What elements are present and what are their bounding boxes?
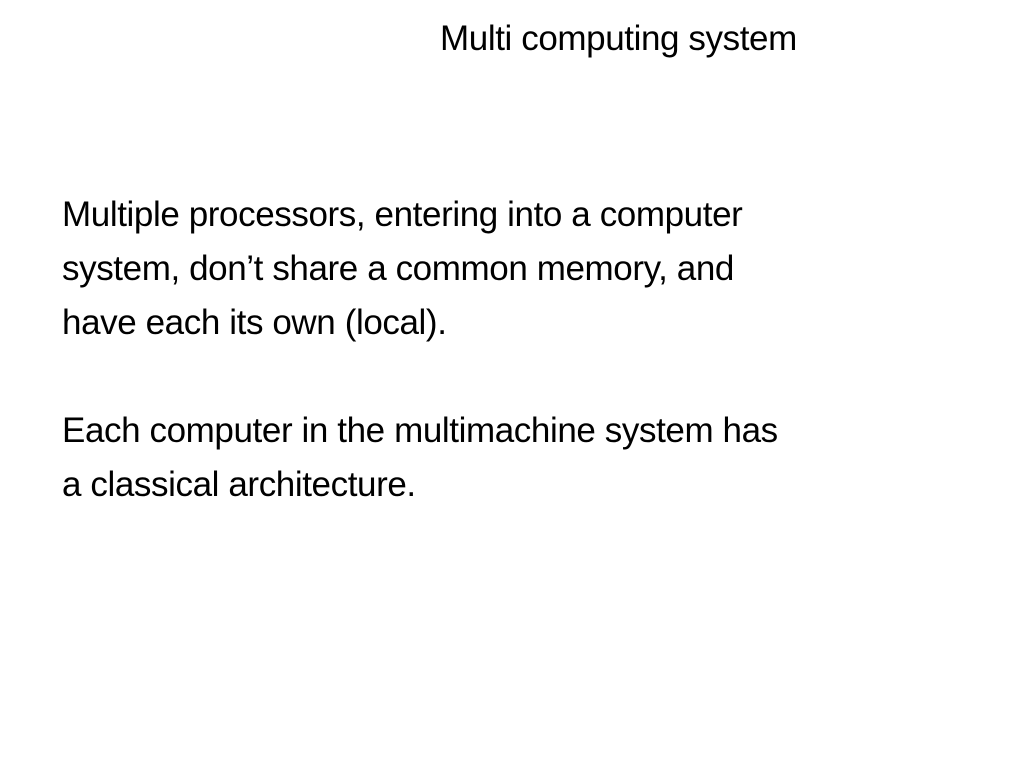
- body-text-line: Each computer in the multimachine system…: [62, 411, 778, 450]
- slide-body: Multiple processors, entering into a com…: [62, 188, 962, 566]
- body-text-line: Multiple processors, entering into a com…: [62, 195, 743, 234]
- slide-title: Multi computing system: [440, 19, 797, 58]
- body-text-line: system, don’t share a common memory, and: [62, 249, 734, 288]
- body-text-line: a classical architecture.: [62, 465, 416, 504]
- body-paragraph-1: Multiple processors, entering into a com…: [62, 188, 962, 350]
- body-text-line: have each its own (local).: [62, 303, 447, 342]
- body-paragraph-2: Each computer in the multimachine system…: [62, 404, 962, 512]
